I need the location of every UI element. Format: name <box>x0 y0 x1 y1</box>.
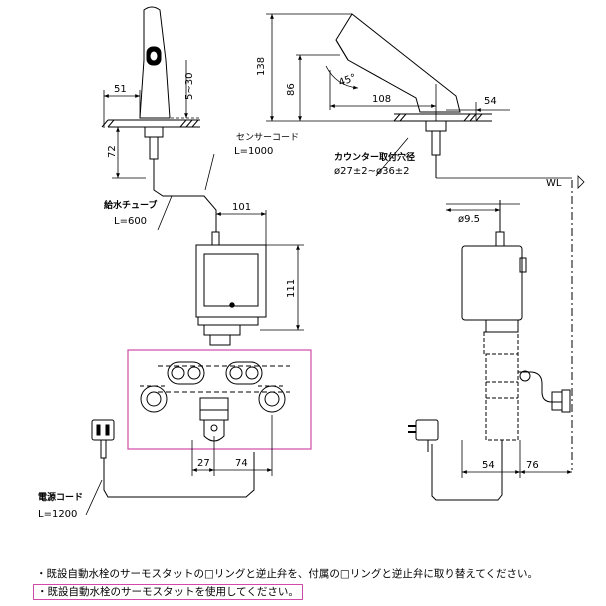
counter-hole-range: ø27±2~ø36±2 <box>334 166 410 177</box>
front-dimensions <box>85 60 304 516</box>
supply-tube-length: L=600 <box>114 216 147 227</box>
dim-76: 76 <box>526 460 539 471</box>
dim-45-deg: 45° <box>337 72 357 88</box>
dim-101: 101 <box>232 202 251 213</box>
thermostat-assembly <box>140 361 290 442</box>
power-plug <box>91 419 115 441</box>
dim-86: 86 <box>286 83 297 96</box>
sensor-cord-title: センサーコード <box>236 132 299 143</box>
power-cord-title: 電源コード <box>38 491 83 503</box>
supply-tube-title: 給水チューブ <box>104 199 157 211</box>
side-faucet-spout <box>335 13 461 113</box>
dim-54-bottom: 54 <box>482 460 495 471</box>
sensor-cord-length: L=1000 <box>234 146 273 157</box>
dim-108: 108 <box>372 94 391 105</box>
dim-9-5: ø9.5 <box>458 214 480 225</box>
dim-51: 51 <box>114 84 127 95</box>
front-dim-labels: 51 5~30 72 101 111 27 74 センサーコード L=1000 … <box>38 73 299 520</box>
dim-27: 27 <box>197 458 210 469</box>
side-power-cord-line <box>431 440 503 501</box>
side-view <box>335 13 573 501</box>
power-cord-length: L=1200 <box>38 509 77 520</box>
dim-138: 138 <box>256 57 267 76</box>
dim-54-top: 54 <box>484 96 497 107</box>
note-replace-parts: ・既設自動水栓のサーモスタットの□リングと逆止弁を、付属の□リングと逆止弁に取り… <box>36 568 538 580</box>
power-cord-line <box>103 452 255 498</box>
supply-tube-line <box>153 159 217 232</box>
dim-72: 72 <box>107 145 118 158</box>
wl-label: WL <box>546 178 562 189</box>
side-dimensions <box>266 13 585 478</box>
dim-5-30: 5~30 <box>184 73 195 100</box>
counter-hole-title: カウンター取付穴径 <box>334 151 415 163</box>
dim-111: 111 <box>286 279 297 298</box>
side-control-box <box>461 245 523 321</box>
side-dim-labels: 138 86 45° 108 54 ø9.5 54 76 カウンター取付穴径 ø… <box>256 57 562 471</box>
highlight-frame <box>127 349 312 450</box>
front-view <box>91 6 312 498</box>
note-use-thermostat: ・既設自動水栓のサーモスタットを使用してください。 <box>33 584 303 600</box>
dim-74: 74 <box>235 458 248 469</box>
